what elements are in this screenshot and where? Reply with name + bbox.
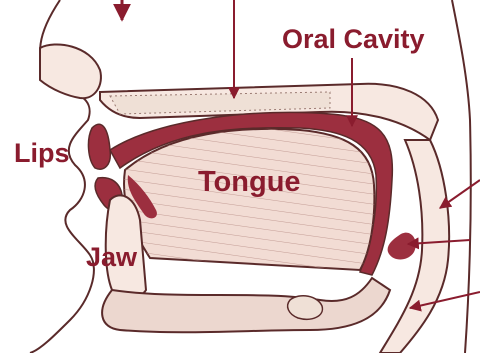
epiglottis: [388, 233, 416, 260]
tongue-texture: [124, 129, 374, 270]
label-lips: Lips: [14, 140, 70, 167]
label-jaw: Jaw: [86, 244, 137, 271]
nose-shape: [40, 44, 101, 98]
hyoid-bone: [288, 296, 323, 320]
label-oral-cavity: Oral Cavity: [282, 26, 425, 53]
label-tongue: Tongue: [198, 168, 301, 197]
head-back-outline: [452, 0, 471, 353]
upper-lip: [88, 124, 110, 169]
